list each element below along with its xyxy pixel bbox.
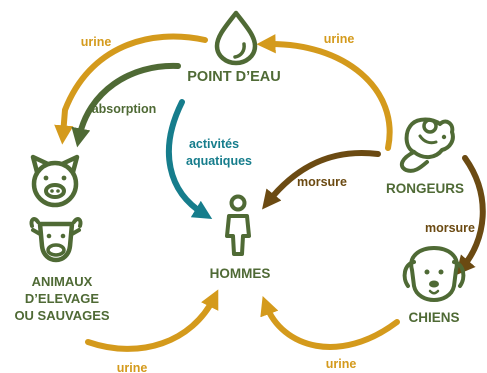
dog-icon — [402, 246, 466, 302]
edge-label-absorption: absorption — [92, 102, 157, 116]
edge-label-urine-animals-to-water: urine — [81, 35, 112, 49]
arrow-bite-rodents-to-humans — [262, 150, 381, 210]
edge-label-bite-rodents-to-humans: morsure — [297, 175, 347, 189]
water-drop-icon — [214, 10, 258, 66]
pig-icon — [30, 154, 80, 208]
arrow-bite-rodents-to-dogs — [455, 155, 486, 276]
edge-label-bite-rodents-to-dogs: morsure — [425, 221, 475, 235]
edge-label-urine-dogs-to-humans: urine — [326, 357, 357, 371]
cow-icon — [29, 217, 83, 263]
node-label-humans: HOMMES — [210, 266, 271, 281]
node-label-water-point: POINT D’EAU — [187, 69, 280, 85]
node-label-animals-line-2: D’ELEVAGE — [25, 291, 99, 306]
edge-label-urine-animals-to-humans: urine — [117, 361, 148, 373]
edge-label-aquatic-activities-line-1: activités — [189, 137, 239, 151]
arrow-urine-rodents-to-water — [256, 34, 393, 151]
edge-label-urine-rodents-to-water: urine — [324, 32, 355, 46]
arrow-urine-dogs-to-humans — [260, 296, 400, 350]
node-label-rodents: RONGEURS — [386, 181, 464, 196]
arrow-urine-animals-to-humans — [85, 289, 219, 352]
node-label-animals-line-3: OU SAUVAGES — [14, 308, 109, 323]
arrow-absorption — [71, 62, 181, 148]
arrow-urine-animals-to-water — [54, 33, 208, 145]
person-icon — [225, 194, 251, 256]
edge-label-aquatic-activities-line-2: aquatiques — [186, 154, 252, 168]
node-label-dogs: CHIENS — [408, 310, 459, 325]
rat-icon — [399, 117, 455, 173]
arrow-aquatic-activities — [166, 99, 213, 220]
node-label-animals-line-1: ANIMAUX — [32, 274, 93, 289]
